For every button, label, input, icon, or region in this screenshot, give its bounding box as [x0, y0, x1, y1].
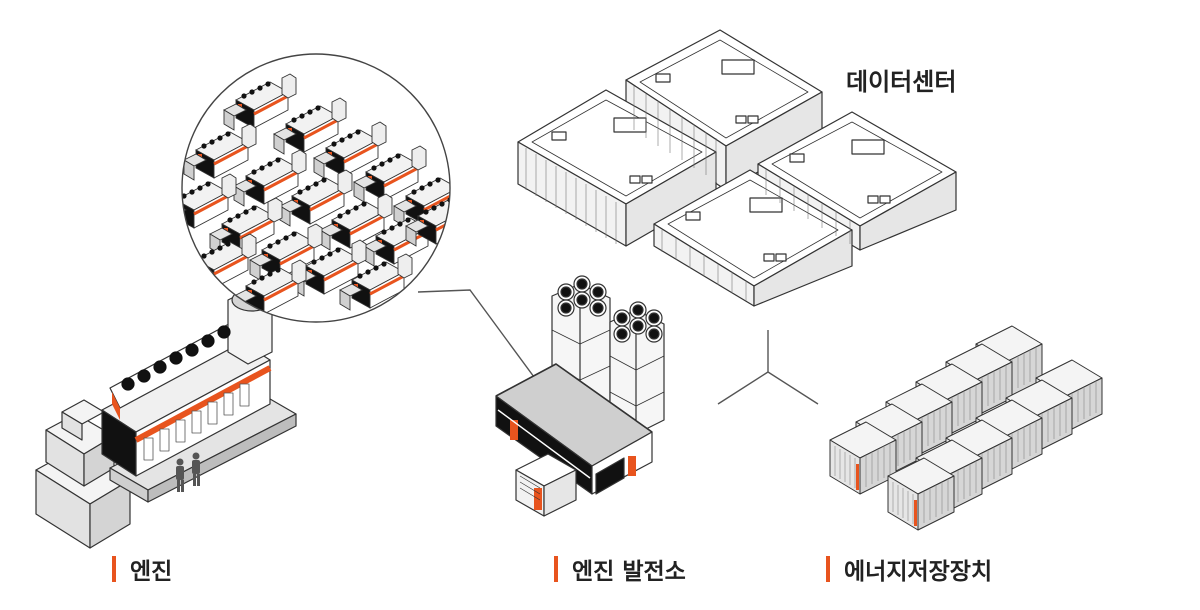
- mini-engine: [279, 169, 353, 227]
- engine-caption: 엔진: [112, 552, 172, 586]
- mini-engine: [249, 223, 323, 281]
- engine-caption-text: 엔진: [130, 559, 173, 585]
- engine-power-plant-illustration: [495, 275, 665, 517]
- mini-engine: [319, 193, 393, 251]
- mini-engine: [233, 149, 307, 207]
- mini-engine: [273, 97, 347, 155]
- engine-fleet: [182, 73, 450, 317]
- exhaust-stack-tower: [609, 301, 665, 435]
- cylinder-heads: [121, 325, 231, 391]
- mini-engine: [313, 121, 387, 179]
- y-connector: [717, 330, 819, 405]
- worker-figure: [192, 452, 200, 486]
- connector-lines: [417, 289, 819, 405]
- mini-engine: [353, 145, 427, 203]
- mini-engine: [183, 123, 257, 181]
- cylinder-panels: [143, 383, 250, 461]
- data-center-label: 데이터센터: [846, 68, 957, 96]
- caption-accent-bar: [554, 556, 558, 582]
- worker-figure: [176, 458, 184, 492]
- power-plant-annex: [515, 453, 577, 517]
- magnifier-lens: [181, 53, 451, 323]
- battery-container: [887, 457, 955, 531]
- energy-storage-illustration: [829, 325, 1103, 531]
- caption-accent-bar: [826, 556, 830, 582]
- energy-storage-caption: 에너지저장장치: [826, 552, 992, 586]
- engine-power-plant-caption: 엔진 발전소: [554, 552, 686, 586]
- engine-power-plant-caption-text: 엔진 발전소: [572, 559, 686, 585]
- mini-engine: [223, 73, 297, 131]
- mini-engine: [293, 239, 367, 297]
- mini-engine: [339, 253, 413, 311]
- caption-accent-bar: [112, 556, 116, 582]
- data-center-illustration: [517, 29, 957, 307]
- engine-illustration: [35, 287, 297, 549]
- lens-connector: [417, 289, 549, 397]
- energy-storage-caption-text: 에너지저장장치: [844, 559, 993, 585]
